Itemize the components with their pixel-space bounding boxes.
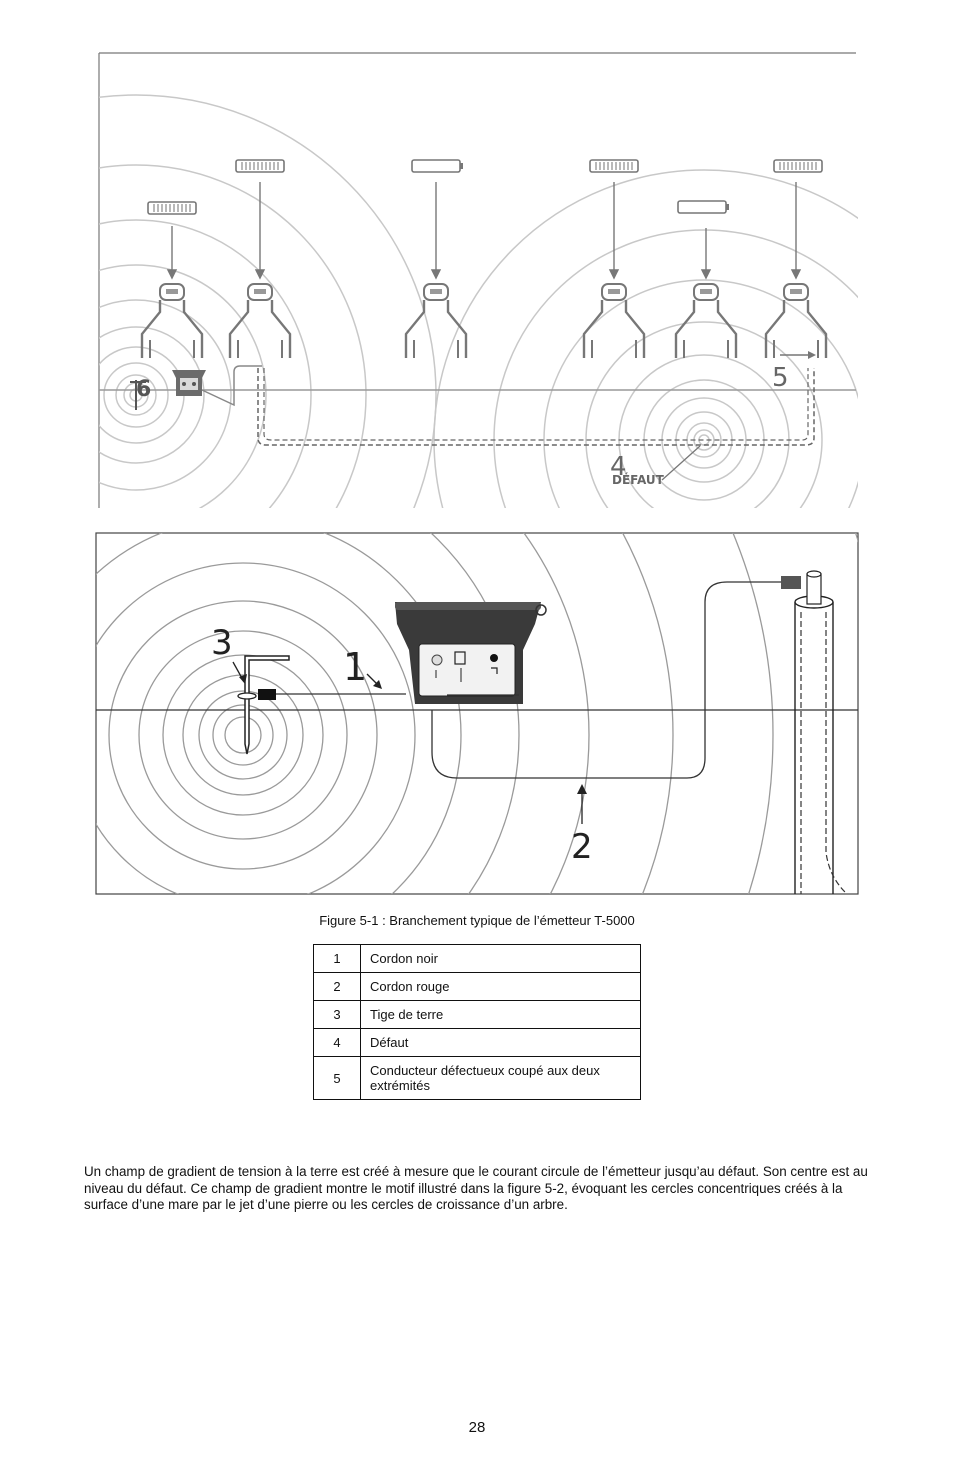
figure-caption: Figure 5-1 : Branchement typique de l’ém… [319, 913, 635, 928]
callout-4: 4 [610, 452, 627, 482]
callout-3-arrowhead [239, 674, 247, 684]
signal-meter-1-icon [147, 201, 197, 215]
faulted-conductor-pipe [794, 570, 848, 895]
row-label: Défaut [360, 1028, 641, 1057]
table-row: 5 Conducteur défectueux coupé aux deux e… [313, 1056, 641, 1100]
row-number: 5 [313, 1056, 361, 1100]
page-number: 28 [468, 1419, 486, 1436]
lead-wire [201, 365, 262, 407]
table-row: 2 Cordon rouge [313, 972, 641, 1001]
table-row: 4 Défaut [313, 1028, 641, 1057]
table-row: 1 Cordon noir [313, 944, 641, 973]
a-frame-receiver-2-icon [228, 282, 292, 360]
row-label: Conducteur défectueux coupé aux deux ext… [360, 1056, 641, 1100]
a-frame-receiver-1-icon [140, 282, 204, 360]
table-row: 3 Tige de terre [313, 1000, 641, 1029]
transmitter-t5000 [395, 602, 547, 704]
signal-meter-3-icon [411, 159, 464, 173]
callout-2-arrowhead [577, 784, 587, 794]
signal-meter-4-icon [589, 159, 639, 173]
ground-rod [237, 655, 290, 755]
row-number: 2 [313, 972, 361, 1001]
red-lead-clip [781, 576, 801, 589]
earth-stake [130, 380, 146, 410]
callout-1-arrowhead [373, 680, 382, 689]
callout-6: 6 [136, 377, 151, 402]
row-number: 1 [313, 944, 361, 973]
a-frame-receiver-6-icon [764, 282, 828, 360]
callout-5-arrow [780, 351, 816, 359]
a-frame-receiver-3-icon [404, 282, 468, 360]
meter-arrows [166, 182, 802, 280]
black-lead-clip [258, 689, 276, 700]
bottom-diagram: 3 1 2 [95, 532, 859, 895]
frame [95, 532, 859, 895]
body-paragraph: Un champ de gradient de tension à la ter… [84, 1164, 868, 1213]
signal-meter-5-icon [677, 200, 730, 214]
fault-pointer-line [661, 445, 701, 481]
transmitter-small [172, 370, 206, 396]
callout-1: 1 [343, 645, 367, 689]
top-diagram: 6 5 4 DÉFAUT [98, 52, 858, 508]
buried-conductor-dashed-b [263, 368, 809, 441]
row-label: Tige de terre [360, 1000, 641, 1029]
row-number: 4 [313, 1028, 361, 1057]
signal-meter-6-icon [773, 159, 823, 173]
callout-5: 5 [772, 363, 789, 393]
red-lead-wire [431, 581, 785, 779]
row-label: Cordon rouge [360, 972, 641, 1001]
signal-meter-2-icon [235, 159, 285, 173]
callout-2: 2 [571, 827, 593, 867]
row-number: 3 [313, 1000, 361, 1029]
ground-gradient-circles [99, 94, 858, 508]
buried-conductor-dashed-a [257, 368, 815, 446]
ground-gradient-circles [96, 533, 858, 894]
legend-table: 1 Cordon noir 2 Cordon rouge 3 Tige de t… [313, 944, 641, 1100]
a-frame-receiver-5-icon [674, 282, 738, 360]
callout-3: 3 [211, 623, 233, 663]
row-label: Cordon noir [360, 944, 641, 973]
callout-4-label: DÉFAUT [612, 472, 665, 487]
